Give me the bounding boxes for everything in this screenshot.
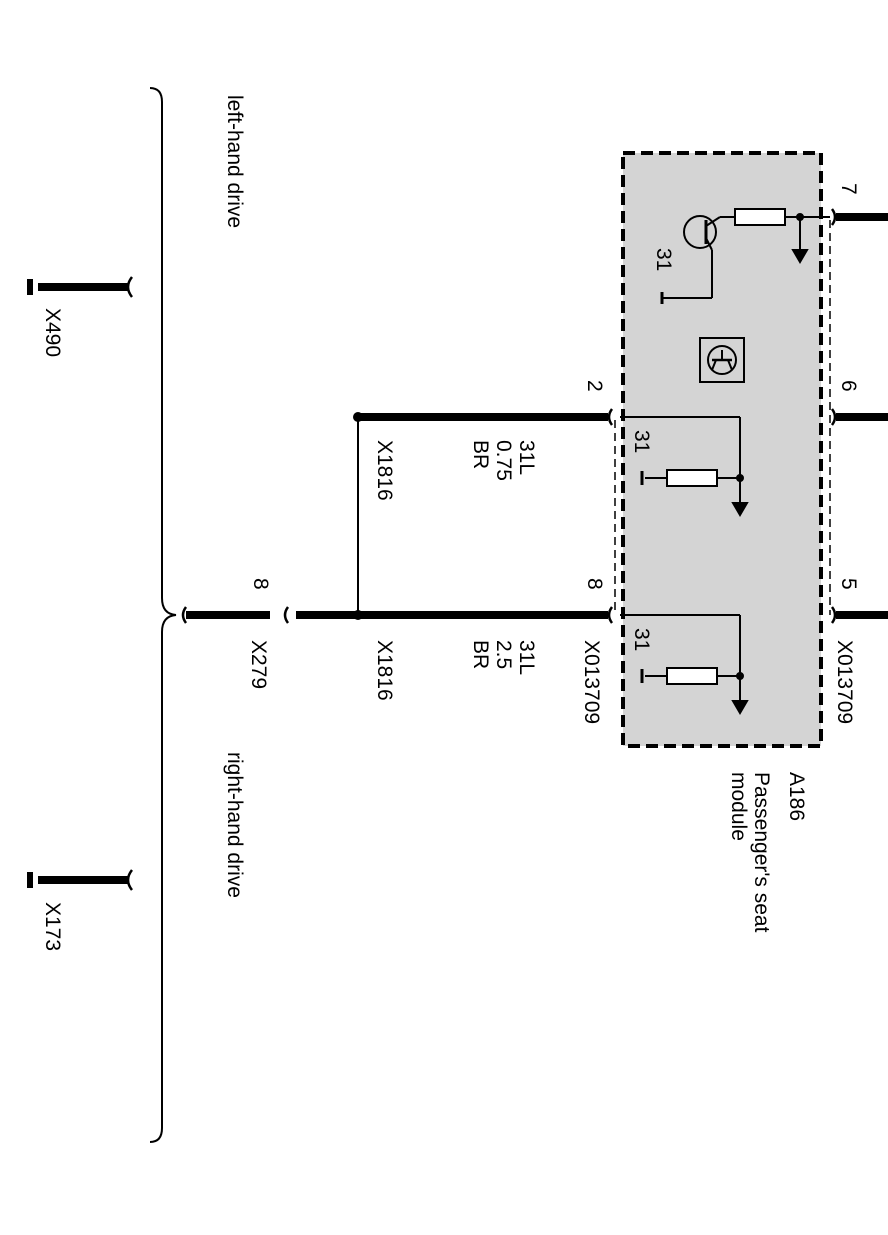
transistor-circuit (660, 208, 830, 304)
ground-stud-x490 (27, 276, 134, 298)
connector-splice-lower: X1816 (373, 640, 396, 701)
connector-splice-upper: X1816 (373, 440, 396, 501)
pin-6: 6 (837, 380, 860, 392)
resistor-icon (734, 208, 786, 226)
connector-module-left: X013709 (580, 640, 603, 724)
wire-upper-line2: 0.75 (492, 440, 515, 481)
pin-2: 2 (583, 380, 606, 392)
terminal-pin8-left (283, 606, 290, 624)
pin2-internal (620, 416, 749, 517)
resistor-icon (666, 469, 718, 487)
terminal-ground-end (181, 606, 188, 624)
ground-stud-x173 (27, 869, 134, 891)
terminal-pin7 (830, 208, 837, 226)
module-name-line1: Passenger's seat (750, 772, 773, 933)
terminal-pin5 (830, 606, 837, 624)
transistor-symbol-icon (683, 215, 717, 249)
splice-dot-upper (353, 412, 363, 422)
pin-5: 5 (837, 578, 860, 590)
pin-7: 7 (837, 183, 860, 195)
ground-label-lower: 31 (630, 628, 653, 651)
pin-terminals (181, 208, 837, 624)
terminal-pin8 (607, 606, 614, 624)
wire-lower-line2: 2.5 (492, 640, 515, 669)
pin8-internal (620, 614, 749, 715)
connector-left-end: X279 (247, 640, 270, 689)
transistor-box-icon (699, 337, 745, 383)
ground-label-upper: 31 (630, 430, 653, 453)
ground-label-transistor: 31 (652, 248, 675, 271)
module-box (621, 151, 823, 748)
module-name-line2: module (727, 772, 750, 841)
connector-ground-top: X490 (41, 308, 64, 357)
arrow-icon (731, 700, 749, 715)
wire-lower-line3: BR (469, 640, 492, 669)
module-id: A186 (785, 772, 808, 821)
wire-upper-line3: BR (469, 440, 492, 469)
labels: A186 Passenger's seat module X013709 X01… (41, 95, 860, 951)
terminal-pin6 (830, 408, 837, 426)
resistor-icon (666, 667, 718, 685)
pin-8: 8 (583, 578, 606, 590)
variant-brace (149, 87, 177, 1143)
arrow-icon (791, 249, 809, 264)
wire-upper-line1: 31L (515, 440, 538, 475)
arrow-icon (731, 502, 749, 517)
connector-module-right: X013709 (833, 640, 856, 724)
pin-8-left: 8 (249, 578, 272, 590)
splice-dot-lower (353, 610, 363, 620)
terminal-pin2 (607, 408, 614, 426)
connector-ground-bottom: X173 (41, 902, 64, 951)
variant-bottom: right-hand drive (223, 752, 246, 898)
wire-lower-line1: 31L (515, 640, 538, 675)
wires (186, 213, 888, 619)
variant-top: left-hand drive (223, 95, 246, 228)
